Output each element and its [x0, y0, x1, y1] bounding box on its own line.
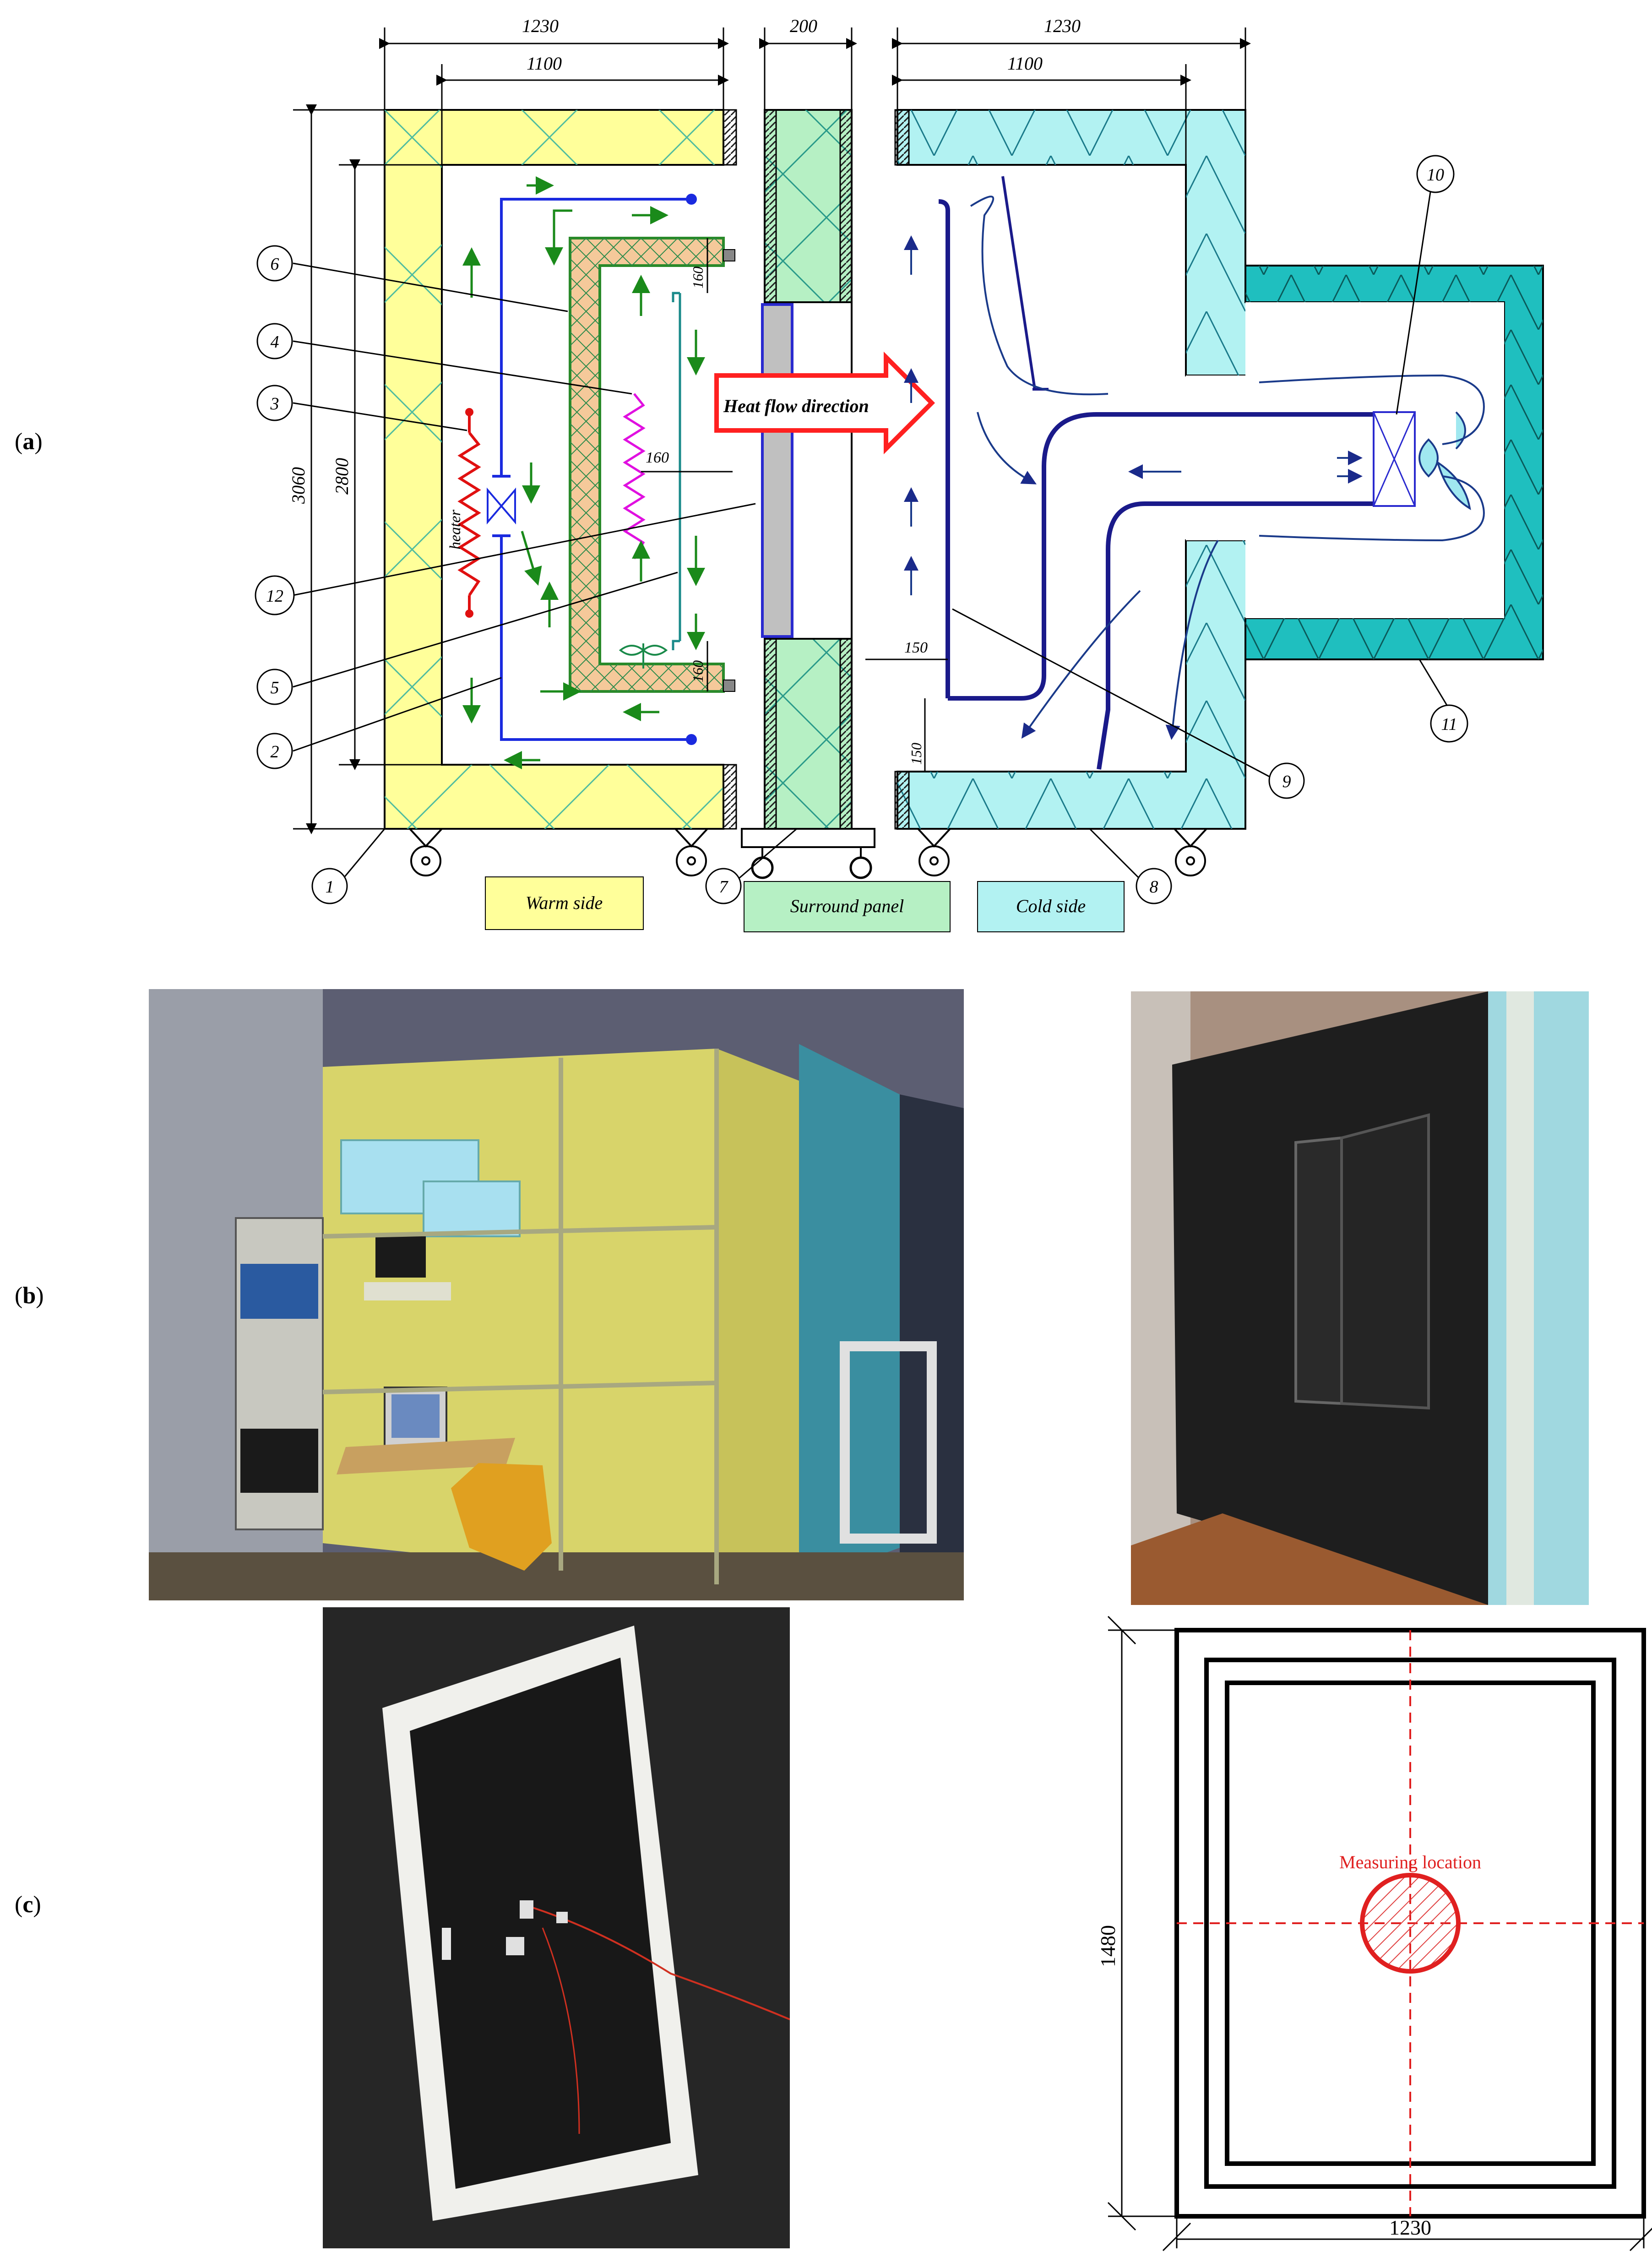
inner-baffle-line [619, 292, 681, 669]
callout-12: 12 [255, 575, 295, 615]
callout-7: 7 [705, 868, 742, 904]
warm-side-chamber [384, 109, 737, 830]
dim-right-gap-v: 150 [908, 743, 924, 765]
dim-side-outer: 3060 [288, 467, 309, 504]
warm-side-baffle [569, 237, 735, 693]
panel-label-a: (a) [15, 429, 43, 455]
dim-middle: 200 [790, 16, 817, 36]
callout-5: 5 [256, 669, 293, 705]
callout-1: 1 [311, 868, 348, 904]
legend-warm-box [485, 876, 644, 930]
legend-surround-box [744, 881, 951, 932]
svg-text:12: 12 [266, 587, 283, 606]
dimension-lines [293, 27, 1251, 834]
window-measuring-drawing: Measuring location 1480 1230 [1096, 1616, 1652, 2252]
svg-text:9: 9 [1282, 772, 1291, 791]
hot-box-diagram: heater [255, 16, 1544, 932]
photo-surround-panel [1131, 991, 1589, 1605]
dim-mid-gap: 160 [646, 449, 669, 466]
svg-text:4: 4 [271, 332, 279, 352]
legend-cold-label: Cold side [1016, 896, 1086, 916]
heater-magenta [623, 393, 646, 560]
surround-panel [741, 109, 875, 879]
dim-left-inner: 1100 [527, 53, 562, 74]
legend-surround-label: Surround panel [790, 896, 904, 916]
svg-text:6: 6 [271, 255, 279, 274]
panel-label-c: (c) [15, 1892, 41, 1918]
metering-box-lines [487, 194, 697, 745]
callout-3: 3 [256, 385, 293, 421]
callout-4: 4 [256, 323, 293, 359]
svg-text:5: 5 [271, 678, 279, 697]
heat-flow-label: Heat flow direction [723, 396, 869, 416]
measuring-location-circle [1360, 1873, 1461, 1974]
photo-window-specimen [323, 1607, 790, 2248]
dim-right-inner: 1100 [1007, 53, 1043, 74]
cold-side-duct [938, 176, 1374, 770]
dim-width-label: 1230 [1389, 2216, 1431, 2239]
dim-left-outer: 1230 [522, 16, 559, 36]
legend-cold-box [977, 881, 1125, 932]
dim-right-outer: 1230 [1044, 16, 1081, 36]
svg-text:11: 11 [1441, 715, 1457, 734]
callout-2: 2 [256, 733, 293, 769]
callout-9: 9 [1268, 762, 1305, 799]
dim-side-inner: 2800 [331, 458, 352, 495]
callout-8: 8 [1136, 868, 1172, 904]
svg-text:10: 10 [1427, 165, 1444, 185]
cold-fan [1373, 411, 1471, 510]
dim-right-gap-h: 150 [904, 639, 928, 656]
warm-airflow-arrows [462, 176, 705, 769]
callout-6: 6 [256, 245, 293, 282]
chamber-wheels [409, 828, 1207, 876]
heat-flow-arrow: Heat flow direction [714, 351, 935, 455]
svg-text:8: 8 [1150, 877, 1158, 897]
cold-side-chamber [894, 109, 1544, 830]
callout-11: 11 [1430, 704, 1468, 743]
photo-hot-box-room [149, 989, 964, 1600]
svg-text:7: 7 [719, 877, 729, 897]
svg-text:1: 1 [326, 877, 334, 897]
dim-height-label: 1480 [1096, 1925, 1119, 1967]
measuring-location-label: Measuring location [1339, 1852, 1481, 1872]
panel-label-b: (b) [15, 1283, 44, 1309]
cold-airflow-lines [904, 196, 1485, 740]
legend-warm-label: Warm side [526, 892, 603, 913]
heater-red [457, 408, 481, 618]
svg-text:2: 2 [271, 742, 279, 762]
dim-bottom-gap: 160 [690, 660, 706, 682]
svg-text:3: 3 [270, 394, 279, 413]
dim-top-gap: 160 [690, 267, 706, 288]
heater-label: heater [447, 509, 464, 549]
callout-10: 10 [1416, 155, 1455, 193]
